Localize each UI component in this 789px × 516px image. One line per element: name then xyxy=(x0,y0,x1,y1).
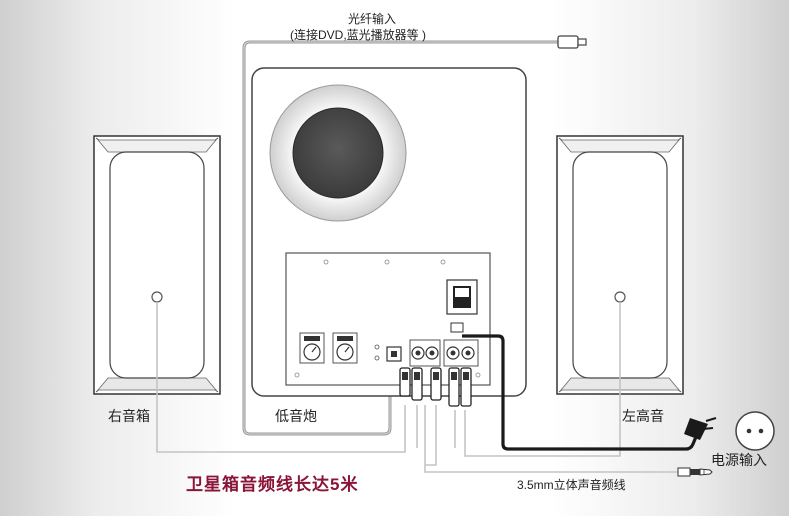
optical-cable xyxy=(242,40,560,436)
left-speaker-label: 左高音 xyxy=(622,408,664,424)
right-speaker-wire xyxy=(156,302,418,453)
optical-input-note: (连接DVD,蓝光播放器等 ) xyxy=(290,28,426,42)
woofer-driver-icon xyxy=(269,84,407,222)
left-speaker-wire xyxy=(454,302,621,457)
stereo-cable-label: 3.5mm立体声音频线 xyxy=(517,478,626,492)
subwoofer-label: 低音炮 xyxy=(275,408,317,424)
rear-panel xyxy=(285,252,491,386)
power-plug-icon xyxy=(684,417,717,440)
rca-plugs-icon xyxy=(399,367,472,407)
subwoofer xyxy=(251,67,527,397)
right-speaker-label: 右音箱 xyxy=(108,408,150,424)
stereo-cable xyxy=(424,405,680,473)
power-switch-icon xyxy=(446,279,478,315)
volume-knob-icon xyxy=(332,332,358,364)
left-speaker xyxy=(556,135,684,395)
bass-knob-icon xyxy=(299,332,325,364)
optical-plug-icon xyxy=(557,35,587,49)
power-cable xyxy=(462,334,700,451)
optical-port-icon xyxy=(386,346,402,362)
right-speaker xyxy=(93,135,221,395)
optical-input-title: 光纤输入 xyxy=(348,12,397,26)
stereo-jack-icon xyxy=(677,467,713,477)
cable-length-banner: 卫星箱音频线长达5米 xyxy=(186,475,359,494)
rca-input-jacks-icon xyxy=(409,339,441,367)
power-input-label: 电源输入 xyxy=(711,452,767,468)
wall-socket-icon xyxy=(735,411,775,451)
speaker-output-jacks-icon xyxy=(443,339,479,367)
